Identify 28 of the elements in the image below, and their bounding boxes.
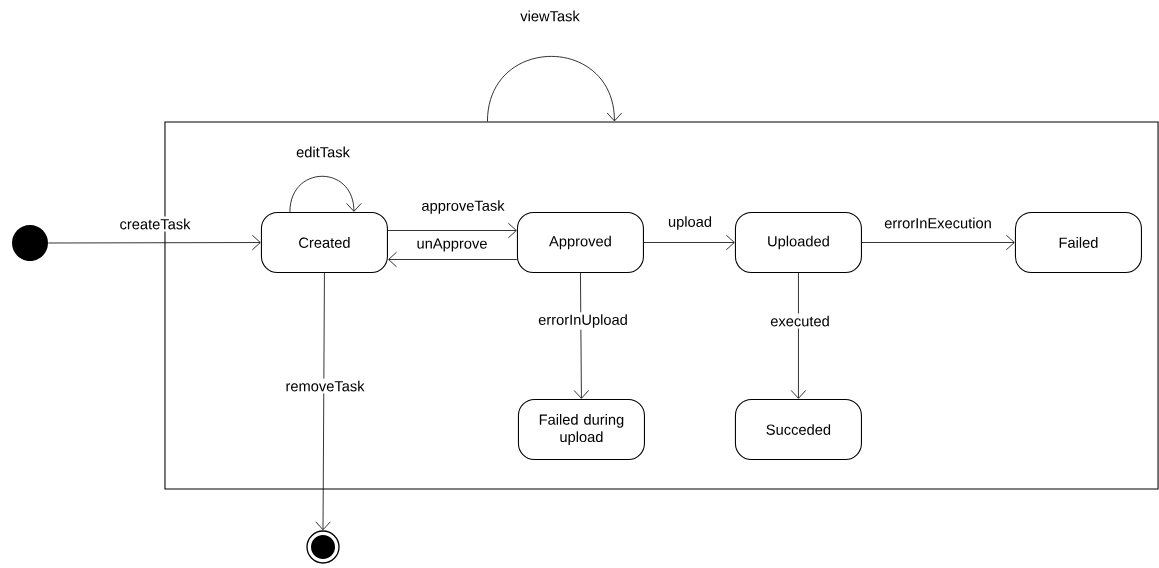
edge-label: viewTask [518, 8, 582, 24]
edge-label: approveTask [419, 198, 507, 216]
arrow [790, 272, 807, 399]
state-box: Created [260, 211, 388, 274]
edge-label: removeTask [283, 378, 367, 394]
final-state [306, 530, 340, 564]
edge-label: errorInExecution [882, 215, 994, 231]
edge-label: errorInUpload [536, 312, 630, 330]
edge-label: editTask [294, 144, 352, 160]
arrow [388, 251, 518, 268]
arrow [861, 234, 1015, 251]
state-box: Succeded [734, 398, 862, 461]
initial-state [12, 225, 48, 261]
edge-label: executed [768, 313, 832, 329]
state-box: Failed during upload [517, 398, 645, 461]
arrow [643, 234, 735, 251]
arrow [289, 175, 362, 213]
edge-label: createTask [117, 216, 193, 232]
arrow [573, 272, 590, 399]
arrow [487, 56, 623, 122]
arrow [387, 222, 517, 239]
state-box: Uploaded [734, 211, 862, 274]
state-box: Approved [516, 211, 644, 274]
arrow [47, 234, 261, 251]
edge-label: upload [666, 214, 715, 232]
arrow [315, 272, 331, 531]
state-box: Failed [1014, 211, 1142, 274]
edge-label: unApprove [414, 236, 490, 254]
